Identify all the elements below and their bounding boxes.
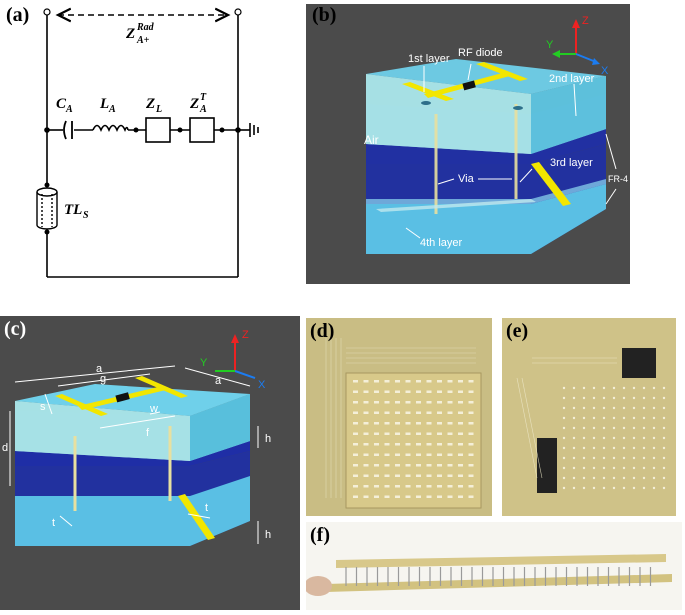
panel-d-label: (d) bbox=[310, 320, 335, 342]
svg-text:Y: Y bbox=[546, 39, 554, 51]
panel-e-board-photo: (e) bbox=[502, 318, 676, 516]
circuit-diagram: Z Rad A+ C A L A Z L Z T A TL S bbox=[36, 0, 259, 278]
board-photo-back bbox=[502, 318, 676, 516]
svg-text:Y: Y bbox=[200, 357, 208, 369]
svg-text:d: d bbox=[2, 442, 8, 454]
load-impedance-box bbox=[145, 117, 171, 143]
panel-e-label: (e) bbox=[506, 320, 529, 342]
svg-text:t: t bbox=[52, 517, 55, 529]
unit-cell-3d: Z Y X 1st layer RF diode 2nd layer Air 3… bbox=[364, 15, 628, 254]
svg-text:Z: Z bbox=[145, 96, 155, 112]
via-grid bbox=[353, 380, 474, 498]
panel-c-dimensions: (c) Z Y X bbox=[0, 316, 300, 610]
panel-f-side-photo: (f) bbox=[304, 522, 682, 610]
svg-text:h: h bbox=[265, 433, 271, 445]
panel-d-board-photo: (d) bbox=[306, 318, 492, 516]
antenna-impedance-box bbox=[189, 117, 215, 143]
svg-text:s: s bbox=[40, 401, 46, 413]
svg-text:A: A bbox=[199, 104, 207, 115]
svg-text:Air: Air bbox=[364, 133, 379, 147]
svg-text:3rd layer: 3rd layer bbox=[550, 157, 593, 169]
svg-text:a: a bbox=[215, 375, 222, 387]
svg-text:2nd layer: 2nd layer bbox=[549, 73, 595, 85]
panel-a-label: (a) bbox=[6, 4, 30, 26]
svg-text:a: a bbox=[96, 363, 103, 375]
svg-text:h: h bbox=[265, 529, 271, 541]
bottom-slab bbox=[366, 184, 606, 254]
svg-text:X: X bbox=[601, 65, 609, 77]
dimension-diagram: Z Y X a a g s w f d h h t t bbox=[2, 329, 271, 546]
svg-text:g: g bbox=[100, 373, 106, 385]
svg-text:A: A bbox=[108, 104, 116, 115]
panel-c-label: (c) bbox=[4, 318, 27, 340]
svg-text:Z: Z bbox=[189, 96, 199, 112]
svg-text:A+: A+ bbox=[136, 35, 150, 46]
capacitor-ca bbox=[63, 120, 73, 140]
svg-text:L: L bbox=[155, 104, 162, 115]
panel-b-unit-cell: (b) Z Y X bbox=[306, 4, 630, 284]
panel-b-label: (b) bbox=[312, 4, 337, 26]
side-pins bbox=[345, 567, 652, 586]
svg-text:T: T bbox=[200, 92, 207, 103]
board-side-photo bbox=[304, 522, 682, 610]
svg-text:w: w bbox=[149, 403, 158, 415]
transmission-line-icon bbox=[36, 187, 58, 230]
z-rad-label: Z bbox=[125, 26, 135, 42]
svg-text:Z: Z bbox=[582, 15, 589, 27]
svg-text:RF diode: RF diode bbox=[458, 47, 503, 59]
svg-text:TL: TL bbox=[64, 202, 82, 218]
pin-grid bbox=[562, 386, 666, 490]
terminal-top-right bbox=[234, 8, 242, 16]
svg-text:C: C bbox=[56, 96, 67, 112]
svg-text:FR-4: FR-4 bbox=[608, 174, 628, 184]
inductor-la bbox=[92, 124, 129, 133]
svg-text:4th layer: 4th layer bbox=[420, 237, 463, 249]
ic-chip-left bbox=[537, 438, 557, 493]
board-photo-front bbox=[306, 318, 492, 516]
svg-text:L: L bbox=[99, 96, 109, 112]
svg-text:X: X bbox=[258, 379, 266, 391]
svg-text:Rad: Rad bbox=[136, 22, 155, 33]
svg-text:1st layer: 1st layer bbox=[408, 53, 450, 65]
ic-chip-top bbox=[622, 348, 656, 378]
rf-diode bbox=[462, 80, 476, 91]
terminal-top-left bbox=[43, 8, 51, 16]
svg-text:f: f bbox=[146, 427, 150, 439]
svg-text:Via: Via bbox=[458, 173, 475, 185]
svg-text:Z: Z bbox=[242, 329, 249, 341]
svg-text:A: A bbox=[65, 104, 73, 115]
svg-text:S: S bbox=[83, 210, 89, 221]
finger bbox=[304, 576, 332, 596]
panel-a-circuit: (a) bbox=[0, 0, 300, 300]
panel-f-label: (f) bbox=[310, 524, 330, 546]
ground-icon bbox=[238, 123, 259, 137]
svg-text:t: t bbox=[205, 502, 208, 514]
